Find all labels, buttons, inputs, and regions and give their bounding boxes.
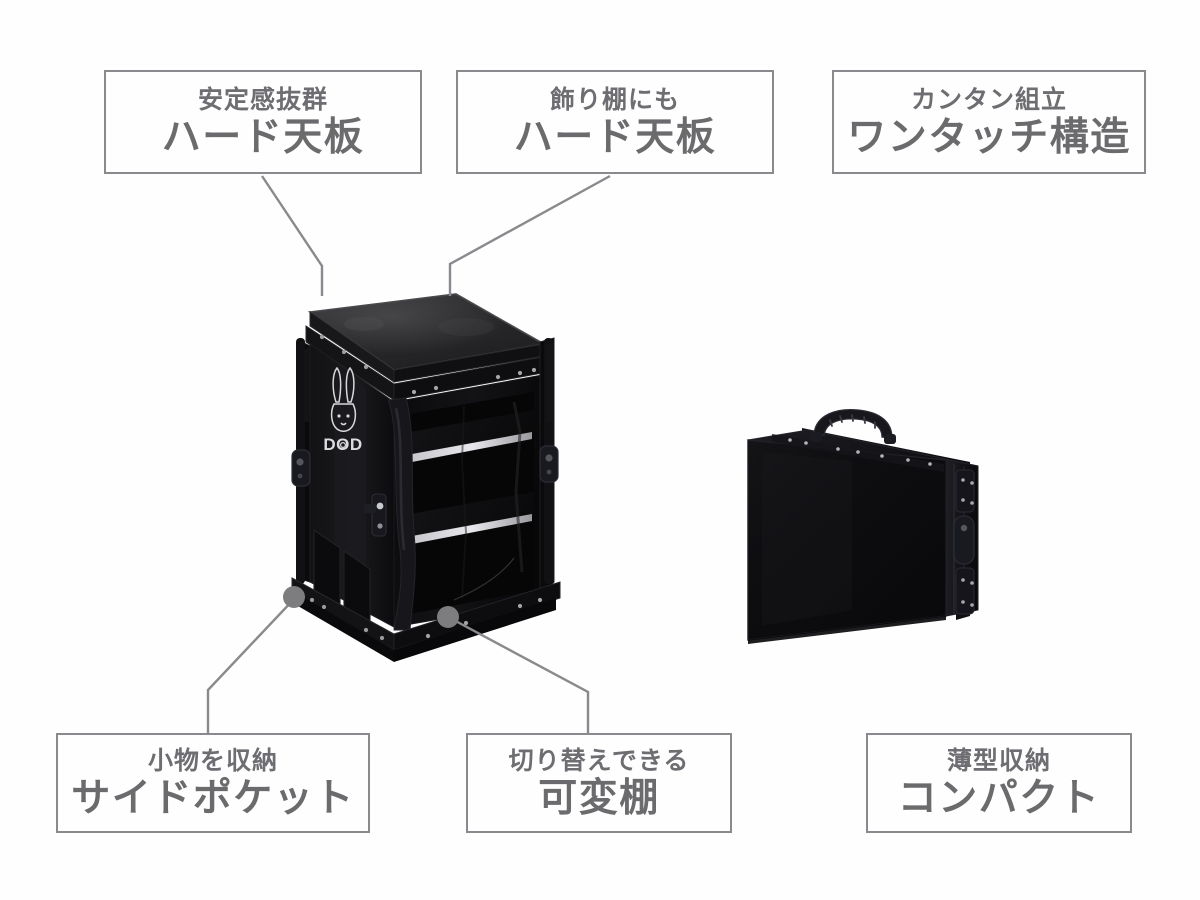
- center-latch-hardware: [364, 493, 387, 537]
- callout-box-one-touch[interactable]: カンタン組立 ワンタッチ構造: [832, 70, 1146, 174]
- callout-subtitle: 小物を収納: [147, 746, 278, 775]
- dod-wordmark: DOD: [323, 435, 362, 454]
- tabletop-frame-rail: [305, 325, 549, 401]
- callout-subtitle: カンタン組立: [910, 85, 1067, 114]
- leg-slider-hardware-right: [539, 445, 559, 483]
- callout-title: ハード天板: [161, 115, 365, 159]
- callout-box-compact[interactable]: 薄型収納 コンパクト: [866, 733, 1132, 833]
- leg-slider-hardware-left: [291, 449, 311, 487]
- shelf-rail-lower: [412, 514, 532, 544]
- carry-handle-icon: [810, 408, 896, 444]
- leader-line-hard-top-shelf: [448, 174, 611, 296]
- callout-box-side-pocket[interactable]: 小物を収納 サイドポケット: [56, 733, 370, 833]
- rabbit-head-icon: [330, 366, 357, 432]
- leader-line-hard-top-left: [261, 175, 324, 296]
- center-corner-post: [387, 397, 416, 631]
- product-photo-folded-case: [732, 404, 1012, 660]
- callout-subtitle: 切り替えできる: [508, 746, 690, 775]
- dod-brand-logo: DOD: [323, 366, 362, 454]
- callout-title: コンパクト: [897, 776, 1101, 820]
- callout-subtitle: 安定感抜群: [197, 85, 328, 114]
- shelf-compartment: [393, 373, 549, 628]
- callout-subtitle: 薄型収納: [946, 746, 1051, 775]
- product-photo-folding-table: DOD: [214, 282, 566, 674]
- callout-title: ワンタッチ構造: [847, 115, 1131, 159]
- callout-title: サイドポケット: [71, 776, 355, 820]
- shelf-upper: [410, 410, 534, 458]
- callout-box-hard-top-shelf[interactable]: 飾り棚にも ハード天板: [456, 70, 774, 174]
- callout-title: ハード天板: [513, 115, 717, 159]
- callout-box-hard-top-left[interactable]: 安定感抜群 ハード天板: [104, 70, 422, 174]
- case-top-frame: [747, 429, 979, 472]
- shelf-lower: [410, 492, 534, 540]
- callout-box-shelf-adjust[interactable]: 切り替えできる 可変棚: [466, 733, 732, 833]
- callout-subtitle: 飾り棚にも: [549, 85, 680, 114]
- shelf-rail-upper: [412, 432, 532, 462]
- case-right-spine: [945, 459, 979, 617]
- callout-title: 可変棚: [538, 776, 660, 820]
